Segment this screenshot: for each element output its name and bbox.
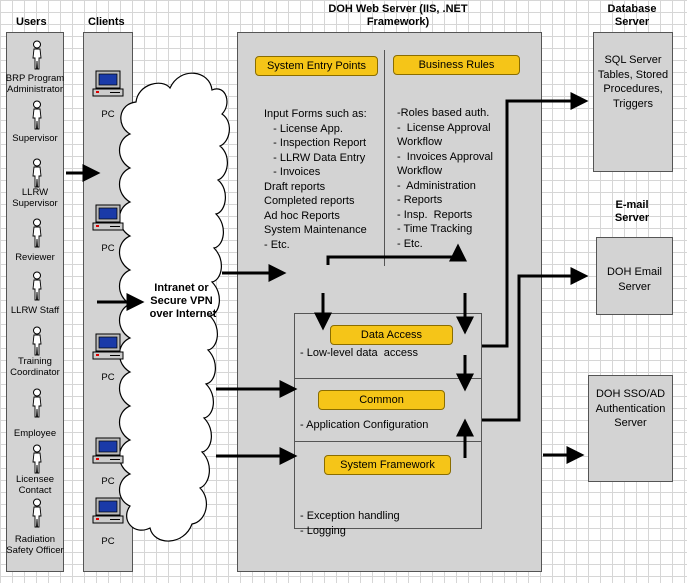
- user-icon: [29, 444, 45, 474]
- pc-label: PC: [101, 109, 115, 120]
- business-rule-item: - Etc.: [397, 237, 423, 250]
- entry-point-item: Input Forms such as:: [264, 108, 367, 120]
- data-access-label: Data Access: [330, 325, 453, 345]
- pc-icon: [92, 333, 124, 369]
- system-framework-label: System Framework: [324, 455, 451, 475]
- entry-point-item: Completed reports: [264, 195, 355, 207]
- database-server-header: Database Server: [607, 3, 657, 28]
- business-rule-item: - Reports: [397, 194, 443, 206]
- layers-panel: [294, 313, 482, 529]
- entry-point-item: - LLRW Data Entry: [264, 151, 366, 164]
- entry-point-item: - License App.: [264, 122, 343, 135]
- users-header: Users: [16, 16, 47, 28]
- entry-rules-divider: [384, 50, 385, 266]
- user-icon: [29, 388, 45, 418]
- pc-label: PC: [101, 476, 115, 487]
- network-label: Intranet or Secure VPN over Internet: [150, 282, 217, 320]
- email-server-text: DOH Email Server: [606, 266, 662, 293]
- business-rule-item: - Invoices Approval: [397, 150, 493, 163]
- layer-divider-2: [294, 441, 482, 442]
- user-role-label: Licensee Contact: [15, 474, 55, 496]
- user-role-label: BRP Program Administrator: [5, 73, 65, 95]
- web-server-panel: [237, 32, 542, 572]
- business-rule-item: - Time Tracking: [397, 223, 473, 235]
- user-role-label: Radiation Safety Officer: [6, 534, 64, 556]
- framework-item: - Logging: [300, 524, 346, 537]
- user-role-label: Reviewer: [15, 252, 55, 263]
- user-icon: [29, 218, 45, 248]
- user-icon: [29, 326, 45, 356]
- user-icon: [29, 498, 45, 528]
- pc-icon: [92, 497, 124, 533]
- pc-icon: [92, 437, 124, 473]
- arrow-to-database: [482, 92, 589, 348]
- pc-label: PC: [101, 536, 115, 547]
- sql-server-text: SQL Server Tables, Stored Procedures, Tr…: [597, 54, 669, 110]
- user-icon: [29, 100, 45, 130]
- web-server-header: DOH Web Server (IIS, .NET Framework): [328, 3, 468, 28]
- arrow-entry-to-rules: [326, 243, 467, 265]
- user-icon: [29, 271, 45, 301]
- entry-point-item: - Etc.: [264, 238, 290, 251]
- entry-point-item: Ad hoc Reports: [264, 209, 340, 222]
- pc-label: PC: [101, 372, 115, 383]
- business-rules-label: Business Rules: [393, 55, 520, 75]
- business-rule-item: -Roles based auth.: [397, 107, 490, 119]
- framework-item: - Exception handling: [300, 510, 400, 522]
- user-role-label: Supervisor: [12, 133, 58, 144]
- system-entry-points-list: Input Forms such as: - License App. - In…: [264, 78, 367, 267]
- business-rule-item: - Insp. Reports: [397, 208, 473, 221]
- common-desc: - Application Configuration: [300, 419, 429, 431]
- email-server-header: E-mail Server: [614, 199, 650, 224]
- pc-label: PC: [101, 243, 115, 254]
- database-server-box: SQL Server Tables, Stored Procedures, Tr…: [593, 32, 673, 172]
- clients-header: Clients: [88, 16, 125, 28]
- user-icon: [29, 40, 45, 70]
- layer-divider-1: [294, 378, 482, 379]
- system-framework-list: - Exception handling - Logging: [300, 480, 400, 553]
- user-role-label: Training Coordinator: [10, 356, 60, 378]
- sso-server-text: DOH SSO/AD Authentication Server: [595, 388, 666, 429]
- user-role-label: LLRW Supervisor: [12, 187, 58, 209]
- business-rule-item: Workflow: [397, 136, 443, 148]
- data-access-desc: - Low-level data access: [300, 347, 418, 359]
- pc-icon: [92, 204, 124, 240]
- business-rule-item: - License Approval: [397, 121, 491, 134]
- user-icon: [29, 158, 45, 188]
- entry-point-item: - Invoices: [264, 166, 321, 178]
- system-entry-points-label: System Entry Points: [255, 56, 378, 76]
- business-rule-item: - Administration: [397, 179, 476, 192]
- connector-arrows: [66, 92, 589, 465]
- arrow-to-email: [482, 267, 589, 422]
- entry-point-item: System Maintenance: [264, 224, 367, 236]
- user-role-label: LLRW Staff: [10, 305, 60, 316]
- business-rule-item: Workflow: [397, 165, 443, 177]
- sso-server-box: DOH SSO/AD Authentication Server: [588, 375, 673, 482]
- email-server-box: DOH Email Server: [596, 237, 673, 315]
- entry-point-item: Draft reports: [264, 180, 326, 193]
- user-role-label: Employee: [13, 428, 57, 439]
- network-cloud: [118, 72, 230, 542]
- entry-point-item: - Inspection Report: [264, 137, 367, 149]
- common-label: Common: [318, 390, 445, 410]
- pc-icon: [92, 70, 124, 106]
